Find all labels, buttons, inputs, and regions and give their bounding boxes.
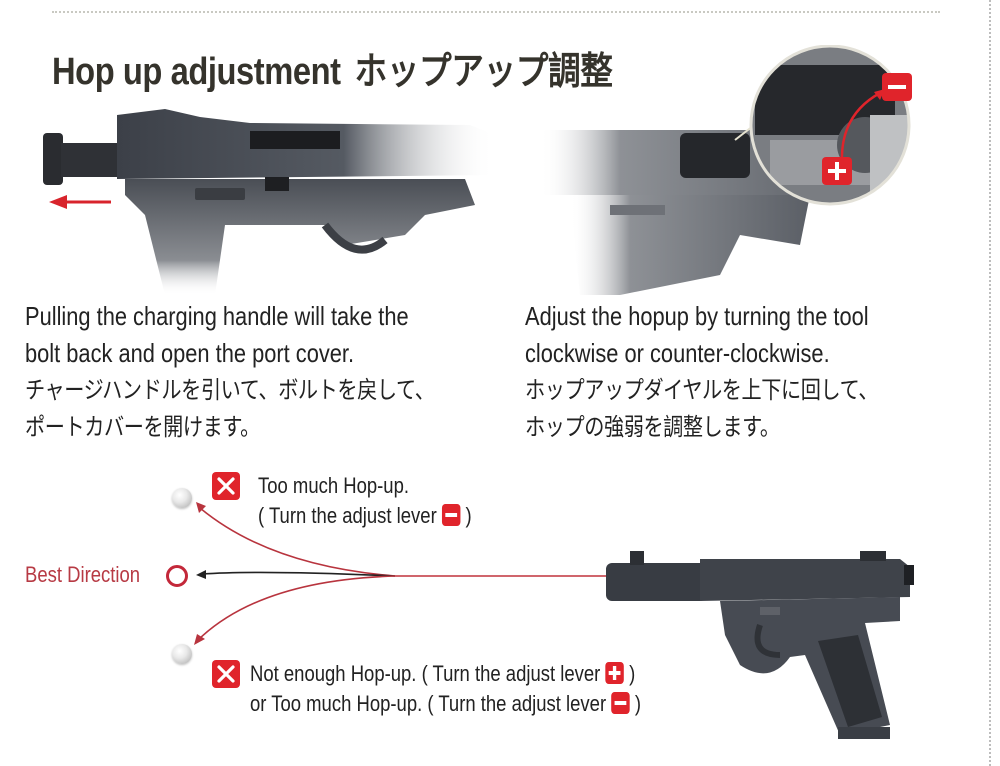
magnifier-callout — [749, 45, 911, 206]
trajectory-diagram — [194, 502, 610, 645]
x-icon — [212, 660, 240, 688]
bb-pellet-low — [172, 644, 192, 664]
pistol-charging-handle-image — [43, 109, 495, 295]
hopup-dial-image — [540, 45, 912, 295]
circle-o-icon — [166, 565, 188, 587]
trajectory-high — [199, 507, 396, 577]
title-jp: ホップアップ調整 — [354, 51, 613, 93]
bb-pellet-high — [172, 488, 192, 508]
plus-badge-icon — [822, 157, 852, 185]
too-much-line1: Too much Hop-up. — [258, 473, 410, 498]
title-en: Hop up adjustment — [52, 51, 341, 93]
right-dotted-divider — [989, 0, 991, 766]
not-enough-line2-suffix: ) — [634, 691, 642, 716]
step-left-jp-2: ポートカバーを開けます。 — [25, 414, 260, 441]
step-right-en-2: clockwise or counter-clockwise. — [525, 338, 830, 368]
step-right-jp-2: ホップの強弱を調整します。 — [525, 414, 780, 441]
minus-badge-icon — [882, 73, 912, 101]
pistol-side-view-image — [606, 551, 914, 739]
too-much-line2-prefix: ( Turn the adjust lever — [258, 503, 437, 528]
trajectory-best — [201, 571, 396, 577]
plus-badge-icon — [605, 662, 624, 684]
trajectory-low — [197, 575, 396, 641]
too-much-line2-suffix: ) — [465, 503, 472, 528]
best-direction-label: Best Direction — [25, 562, 140, 588]
not-enough-line1-prefix: Not enough Hop-up. ( Turn the adjust lev… — [250, 661, 601, 686]
page-title: Hop up adjustment ホップアップ調整 — [52, 40, 613, 95]
too-much-hopup-note: Too much Hop-up. ( Turn the adjust lever… — [258, 471, 472, 531]
step-left-en-2: bolt back and open the port cover. — [25, 338, 355, 368]
step-left-jp-1: チャージハンドルを引いて、ボルトを戻して、 — [25, 377, 435, 404]
step-right-text: Adjust the hopup by turning the tool clo… — [525, 298, 879, 446]
step-right-en-1: Adjust the hopup by turning the tool — [525, 301, 869, 331]
not-enough-line2-prefix: or Too much Hop-up. ( Turn the adjust le… — [250, 691, 607, 716]
minus-badge-icon — [441, 504, 461, 526]
step-left-text: Pulling the charging handle will take th… — [25, 298, 435, 446]
not-enough-line1-suffix: ) — [629, 661, 636, 686]
x-icon — [212, 472, 240, 500]
pull-left-arrow-icon — [49, 195, 111, 209]
minus-badge-icon — [611, 692, 630, 714]
best-direction-text: Best Direction — [25, 562, 141, 587]
step-right-jp-1: ホップアップダイヤルを上下に回して、 — [525, 377, 879, 404]
top-dotted-divider — [52, 11, 940, 13]
step-left-en-1: Pulling the charging handle will take th… — [25, 301, 409, 331]
not-enough-hopup-note: Not enough Hop-up. ( Turn the adjust lev… — [250, 659, 641, 719]
